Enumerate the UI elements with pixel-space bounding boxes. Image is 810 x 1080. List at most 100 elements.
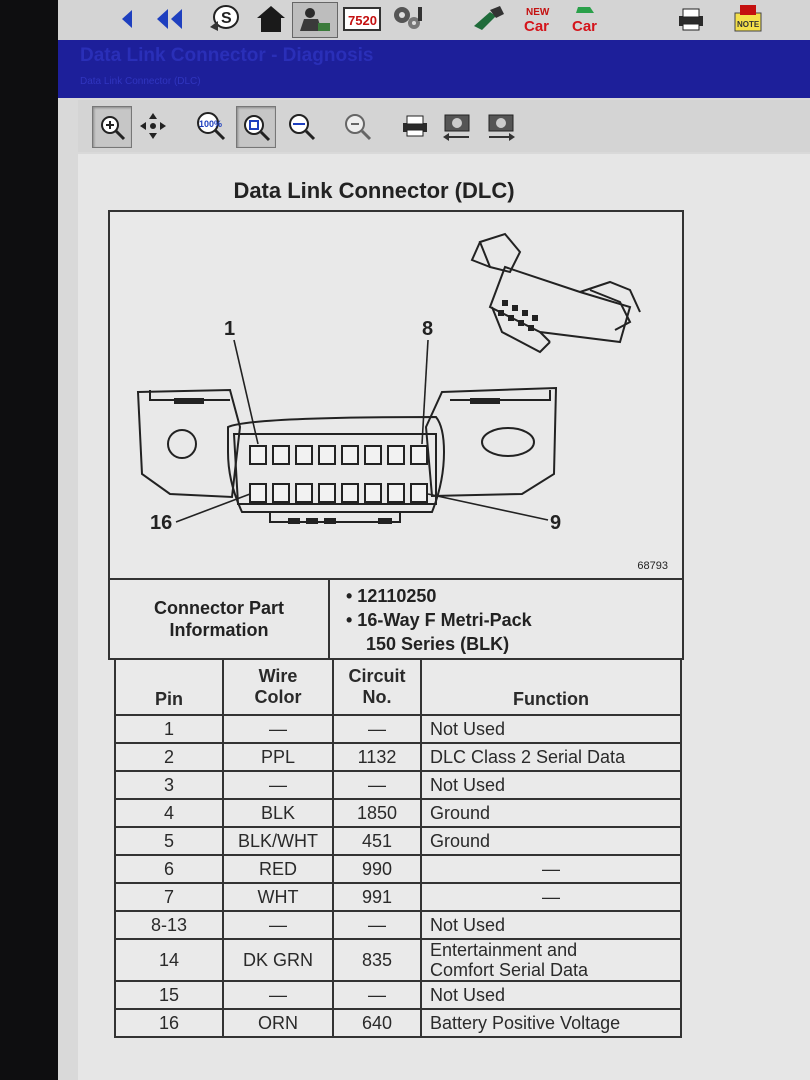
note-icon[interactable]: NOTE: [728, 2, 768, 36]
table-cell: —: [222, 980, 334, 1010]
table-row: 8-13——Not Used: [114, 910, 682, 940]
header-pin: Pin: [114, 658, 224, 716]
table-cell: 990: [332, 854, 422, 884]
table-row: 3——Not Used: [114, 770, 682, 800]
text-label: Car: [524, 18, 549, 35]
connector-description-line2: 150 Series (BLK): [366, 634, 510, 654]
pin-16-label: 16: [150, 512, 173, 534]
table-cell: 1132: [332, 742, 422, 772]
pin-9-label: 9: [550, 512, 562, 534]
table-cell: BLK: [222, 798, 334, 828]
table-cell: RED: [222, 854, 334, 884]
text-label: No.: [362, 687, 392, 707]
fast-back-icon[interactable]: [152, 2, 188, 36]
table-cell: —: [222, 714, 334, 744]
print-icon[interactable]: [396, 106, 434, 146]
table-cell: —: [420, 854, 682, 884]
info-icon[interactable]: S: [204, 2, 244, 36]
pin-8-label: 8: [422, 318, 434, 340]
tools-icon[interactable]: [388, 2, 428, 36]
table-cell: Not Used: [420, 770, 682, 800]
table-cell: 4: [114, 798, 224, 828]
table-cell: 991: [332, 882, 422, 912]
header-title: Data Link Connector - Diagnosis: [80, 45, 374, 66]
print-icon[interactable]: [674, 2, 708, 36]
table-cell: Ground: [420, 826, 682, 856]
connector-info-label: Connector Part Information: [110, 580, 330, 658]
table-cell: BLK/WHT: [222, 826, 334, 856]
header-function: Function: [420, 658, 682, 716]
text-label: Comfort Serial Data: [430, 960, 589, 980]
car-icon[interactable]: Car: [566, 2, 610, 36]
text-label: Car: [572, 18, 597, 35]
table-cell: —: [332, 770, 422, 800]
table-cell: Not Used: [420, 980, 682, 1010]
table-cell: 835: [332, 938, 422, 982]
wrench-icon[interactable]: [468, 2, 508, 36]
table-cell: ORN: [222, 1008, 334, 1038]
table-cell: Battery Positive Voltage: [420, 1008, 682, 1038]
codes-label: 7520: [348, 13, 377, 28]
table-cell: —: [222, 910, 334, 940]
zoom-width-icon[interactable]: [282, 106, 320, 146]
table-cell: 8-13: [114, 910, 224, 940]
svg-text:S: S: [221, 10, 232, 27]
header-subtitle: Data Link Connector (DLC): [80, 76, 201, 87]
document-pane: Data Link Connector (DLC): [78, 154, 810, 1080]
connector-part-info: Connector Part Information • 12110250 • …: [108, 578, 684, 660]
pin-1-label: 1: [224, 318, 236, 340]
back-arrow-icon[interactable]: [114, 2, 140, 36]
zoom-fit-icon[interactable]: [236, 106, 276, 148]
table-cell: WHT: [222, 882, 334, 912]
text-label: Wire: [258, 666, 298, 686]
text-label: Entertainment and: [430, 940, 578, 960]
table-row: 1——Not Used: [114, 714, 682, 744]
connector-info-values: • 12110250 • 16-Way F Metri-Pack 150 Ser…: [346, 584, 532, 656]
zoom-out-icon[interactable]: [338, 106, 376, 146]
dlc-connector-drawing: [136, 232, 641, 524]
table-cell: 5: [114, 826, 224, 856]
table-cell: PPL: [222, 742, 334, 772]
table-cell: 15: [114, 980, 224, 1010]
previous-image-icon[interactable]: [438, 106, 476, 146]
image-viewer-toolbar: 100%: [78, 100, 810, 152]
part-number: • 12110250: [346, 586, 437, 606]
table-cell: —: [332, 714, 422, 744]
text-label: NEW: [526, 7, 550, 18]
service-icon[interactable]: [292, 2, 338, 38]
table-row: 15——Not Used: [114, 980, 682, 1010]
table-cell: 1: [114, 714, 224, 744]
table-cell: —: [332, 910, 422, 940]
pan-icon[interactable]: [134, 106, 172, 146]
codes-icon[interactable]: 7520: [342, 2, 382, 36]
table-cell: 6: [114, 854, 224, 884]
text-label: Circuit: [348, 666, 406, 686]
next-image-icon[interactable]: [482, 106, 520, 146]
table-cell: 14: [114, 938, 224, 982]
document-title: Data Link Connector (DLC): [233, 178, 515, 203]
table-cell: 7: [114, 882, 224, 912]
text-label: NOTE: [737, 20, 760, 29]
home-icon[interactable]: [254, 2, 288, 36]
zoom-window-icon[interactable]: [92, 106, 132, 148]
document-header: Data Link Connector - Diagnosis Data Lin…: [58, 40, 810, 98]
table-cell: 640: [332, 1008, 422, 1038]
table-cell: —: [332, 980, 422, 1010]
zoom-100-icon[interactable]: 100%: [192, 106, 230, 146]
table-cell: DLC Class 2 Serial Data: [420, 742, 682, 772]
table-cell: 3: [114, 770, 224, 800]
table-cell: 1850: [332, 798, 422, 828]
text-label: 100%: [199, 119, 222, 129]
table-cell: Not Used: [420, 910, 682, 940]
